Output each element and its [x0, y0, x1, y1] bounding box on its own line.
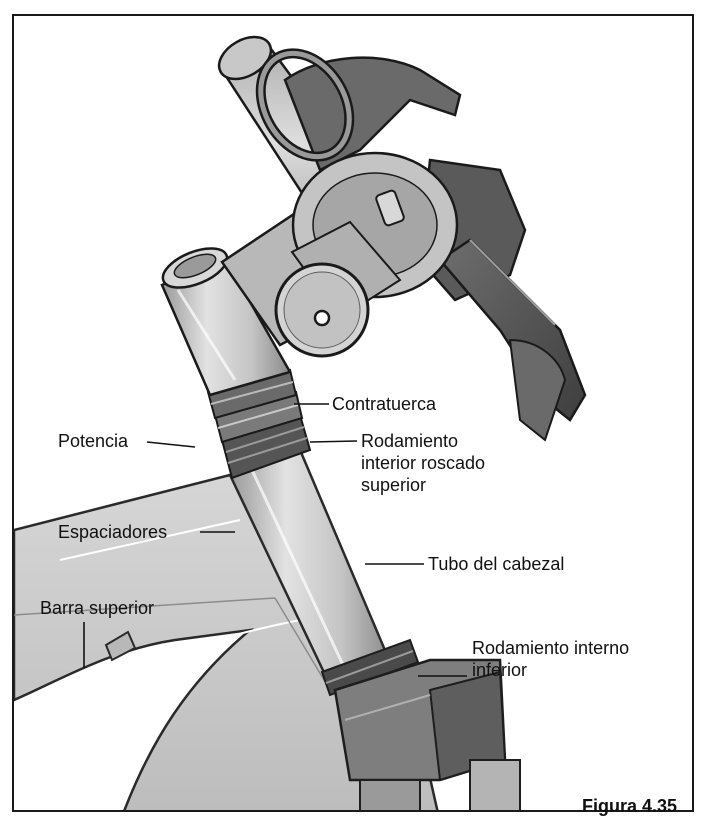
label-espaciadores: Espaciadores [58, 521, 167, 543]
leader-rodamiento-superior [310, 441, 357, 442]
label-contratuerca: Contratuerca [332, 393, 436, 415]
figure-caption: Figura 4.35 [582, 796, 677, 817]
label-potencia: Potencia [58, 430, 128, 452]
label-tubo-cabezal: Tubo del cabezal [428, 553, 564, 575]
label-barra-superior: Barra superior [40, 597, 154, 619]
label-rodamiento-inferior: Rodamiento interno inferior [472, 637, 629, 681]
label-rodamiento-superior: Rodamiento interior roscado superior [361, 430, 485, 496]
leader-potencia [147, 442, 195, 447]
